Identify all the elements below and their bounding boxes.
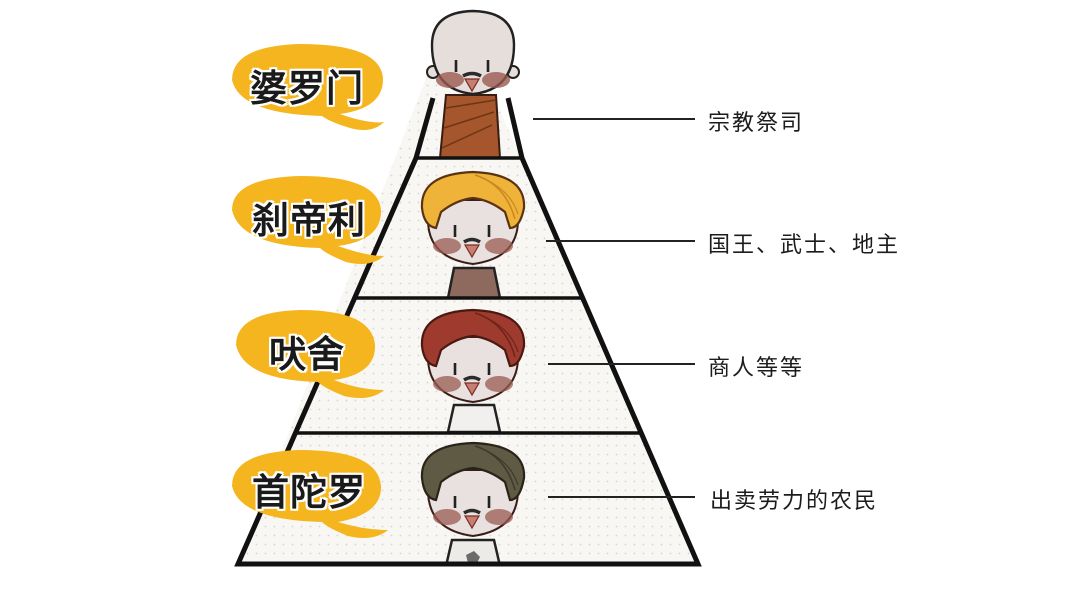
- kshatriya-figure: [420, 170, 526, 300]
- brahmin-figure: [426, 9, 520, 159]
- tier-3-description: 商人等等: [708, 356, 805, 381]
- bubble-3: [236, 310, 384, 398]
- label-bubbles: [232, 44, 388, 538]
- bubble-1: [232, 44, 384, 130]
- tier-2-description: 国王、武士、地主: [708, 233, 901, 258]
- leader-lines: [533, 118, 695, 498]
- tier-4-description: 出卖劳力的农民: [710, 489, 879, 514]
- bubble-2: [232, 176, 384, 264]
- shudra-figure: [420, 441, 526, 564]
- pyramid-outline: [234, 97, 702, 567]
- tier-1-description: 宗教祭司: [708, 111, 805, 136]
- tier-2-name: 刹帝利: [252, 199, 366, 242]
- tier-4-name: 首陀罗: [252, 471, 366, 514]
- bubble-4: [232, 450, 388, 538]
- tier-3-name: 吠舍: [269, 333, 345, 376]
- tier-1-name: 婆罗门: [250, 67, 364, 110]
